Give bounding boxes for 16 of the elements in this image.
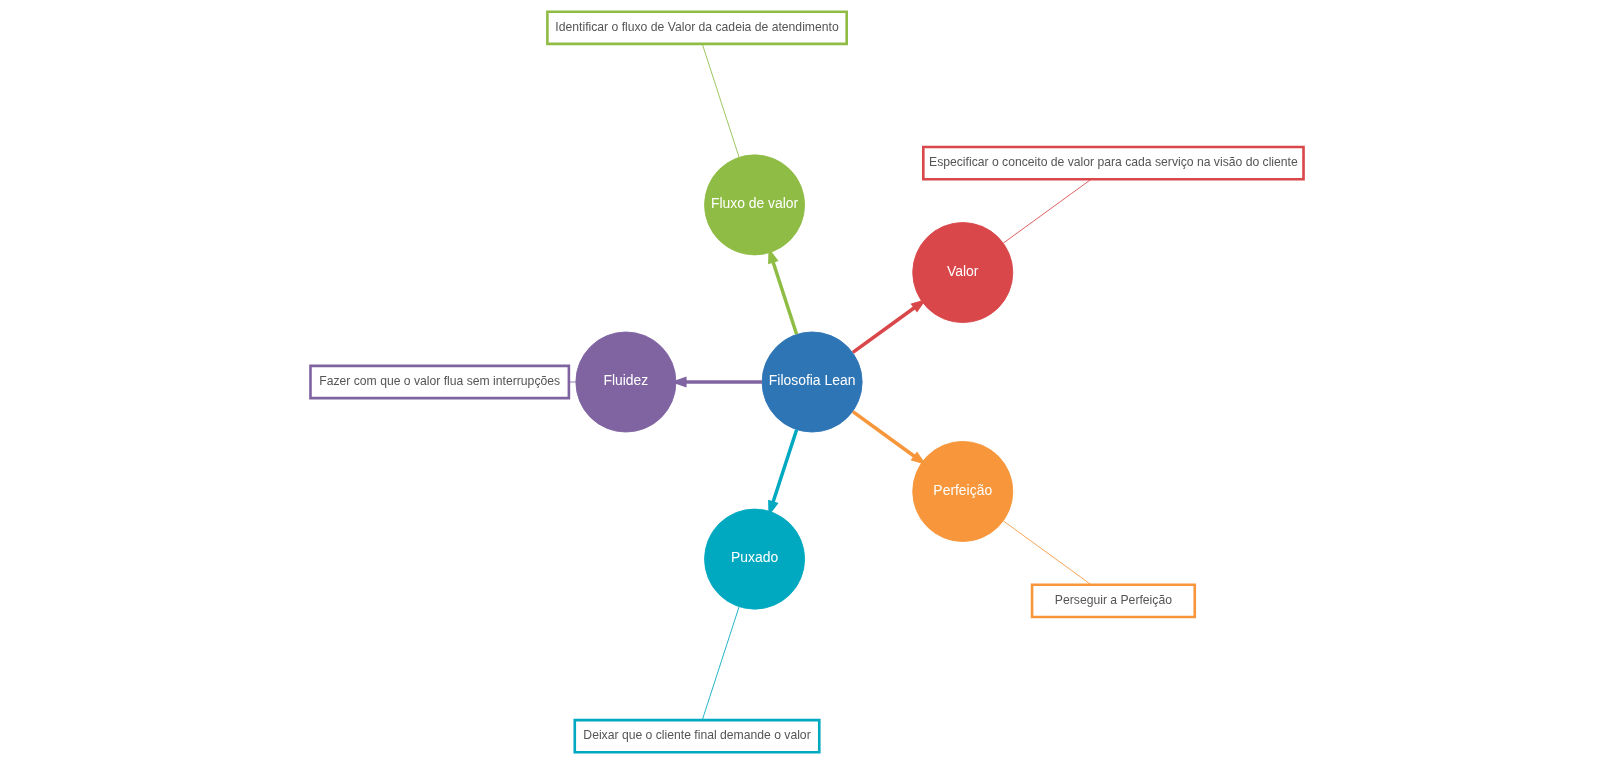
node-box: Especificar o conceito de valor para cada serviço na visão do cliente xyxy=(921,145,1305,181)
node-box: Deixar que o cliente final demande o valor xyxy=(572,718,821,754)
connector xyxy=(701,43,739,158)
connector xyxy=(1002,520,1092,586)
connector xyxy=(1002,178,1092,244)
node-circle: Fluxo de valor xyxy=(703,154,805,256)
arrow xyxy=(851,298,926,354)
node-box: Identificar o fluxo de Valor da cadeia de atendimento xyxy=(545,10,848,46)
node-box: Fazer com que o valor flua sem interrupções xyxy=(308,364,570,400)
connector xyxy=(568,381,576,383)
node-circle: Puxado xyxy=(703,508,805,610)
connector xyxy=(701,606,739,721)
node-box: Perseguir a Perfeição xyxy=(1030,583,1196,619)
arrow xyxy=(851,410,926,466)
node-circle: Filosofia Lean xyxy=(761,331,863,433)
node-circle: Fluidez xyxy=(574,331,676,433)
